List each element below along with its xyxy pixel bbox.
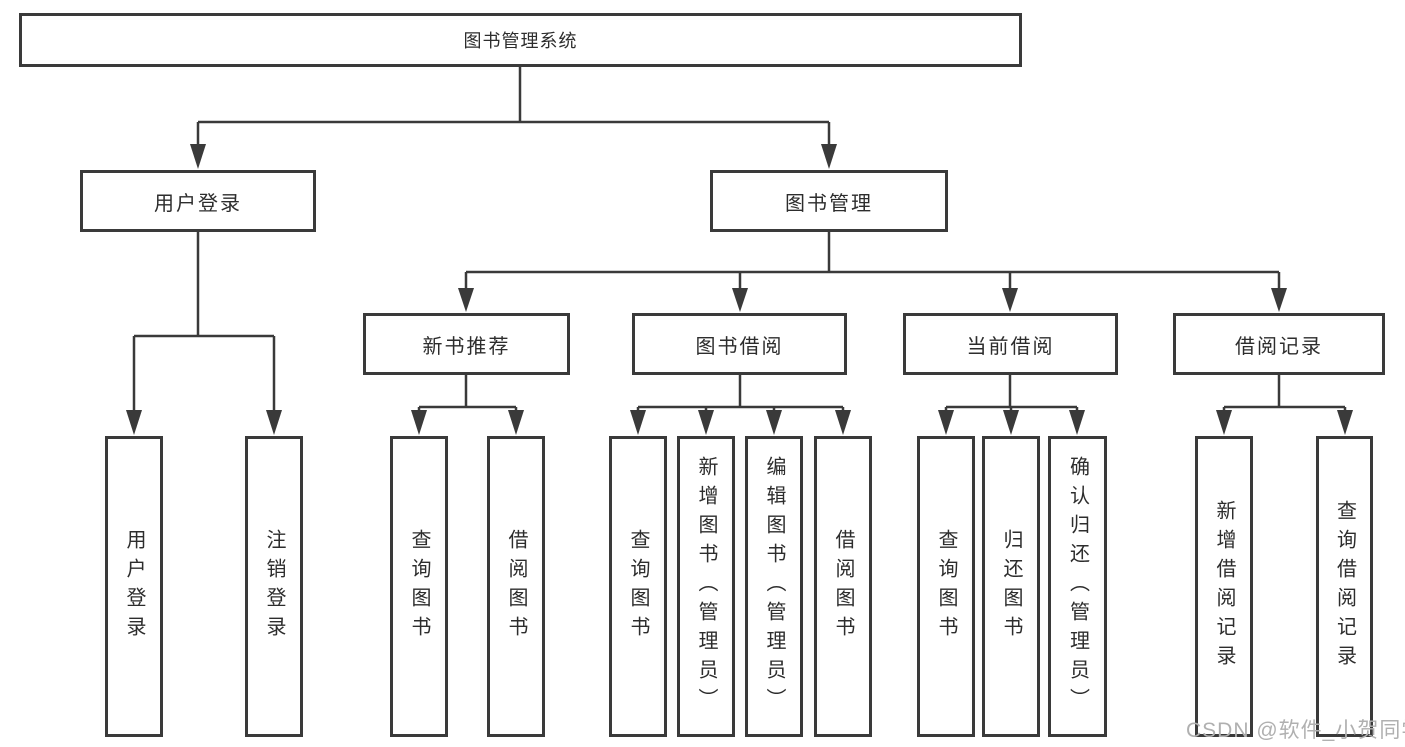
connector-new-book-split xyxy=(417,375,518,416)
leaf-label: 查询图书 xyxy=(935,528,957,645)
arrowhead xyxy=(508,410,524,435)
connector-book-management-split xyxy=(464,232,1281,294)
arrowhead xyxy=(1271,288,1287,312)
connector-borrow-records-split xyxy=(1222,375,1347,416)
node-root-system: 图书管理系统 xyxy=(19,13,1022,67)
leaf-label: 借阅图书 xyxy=(505,528,527,645)
leaf-current-confirm-return-admin: 确认归还（管理员） xyxy=(1048,436,1107,737)
leaf-label: 新增图书（管理员） xyxy=(695,456,717,717)
leaf-newbook-query-books: 查询图书 xyxy=(390,436,448,737)
leaf-label: 查询图书 xyxy=(408,528,430,645)
node-book-borrow: 图书借阅 xyxy=(632,313,847,375)
node-book-management: 图书管理 xyxy=(710,170,948,232)
arrowhead xyxy=(458,288,474,312)
arrowhead xyxy=(835,410,851,435)
leaf-label: 新增借阅记录 xyxy=(1213,499,1235,674)
arrowhead xyxy=(1003,410,1019,435)
arrowhead xyxy=(190,144,206,169)
connector-root-split xyxy=(196,66,831,150)
leaf-label: 编辑图书（管理员） xyxy=(763,456,785,717)
leaf-logout: 注销登录 xyxy=(245,436,303,737)
leaf-borrow-add-books-admin: 新增图书（管理员） xyxy=(677,436,735,737)
leaf-newbook-borrow-books: 借阅图书 xyxy=(487,436,545,737)
leaf-borrow-query-books: 查询图书 xyxy=(609,436,667,737)
arrowhead xyxy=(266,410,282,435)
node-current-borrow: 当前借阅 xyxy=(903,313,1118,375)
leaf-current-return-books: 归还图书 xyxy=(982,436,1040,737)
connector-user-login-split xyxy=(132,232,276,416)
arrowhead xyxy=(821,144,837,169)
arrowhead xyxy=(938,410,954,435)
arrowhead xyxy=(1069,410,1085,435)
leaf-current-query-books: 查询图书 xyxy=(917,436,975,737)
leaf-borrow-borrow-books: 借阅图书 xyxy=(814,436,872,737)
leaf-label: 注销登录 xyxy=(263,528,285,645)
arrowhead xyxy=(126,410,142,435)
leaf-label: 确认归还（管理员） xyxy=(1066,456,1089,717)
arrowheads xyxy=(126,144,1353,435)
arrowhead xyxy=(766,410,782,435)
leaf-label: 查询借阅记录 xyxy=(1333,499,1356,674)
leaf-records-add-record: 新增借阅记录 xyxy=(1195,436,1253,737)
node-new-book-recommend: 新书推荐 xyxy=(363,313,570,375)
csdn-watermark: CSDN @软件_小贺同学 xyxy=(1186,719,1405,742)
arrowhead xyxy=(732,288,748,312)
leaf-borrow-edit-books-admin: 编辑图书（管理员） xyxy=(745,436,803,737)
connector-current-borrow-split xyxy=(944,375,1079,416)
connector-book-borrow-split xyxy=(636,375,845,416)
leaf-label: 归还图书 xyxy=(1000,528,1022,645)
arrowhead xyxy=(1002,288,1018,312)
leaf-label: 查询图书 xyxy=(627,528,649,645)
arrowhead xyxy=(630,410,646,435)
arrowhead xyxy=(411,410,427,435)
leaf-user-login: 用户登录 xyxy=(105,436,163,737)
arrowhead xyxy=(698,410,714,435)
arrowhead xyxy=(1337,410,1353,435)
leaf-records-query-record: 查询借阅记录 xyxy=(1316,436,1373,737)
leaf-label: 用户登录 xyxy=(123,528,145,645)
node-borrow-records: 借阅记录 xyxy=(1173,313,1385,375)
leaf-label: 借阅图书 xyxy=(832,528,854,645)
node-user-login: 用户登录 xyxy=(80,170,316,232)
arrowhead xyxy=(1216,410,1232,435)
